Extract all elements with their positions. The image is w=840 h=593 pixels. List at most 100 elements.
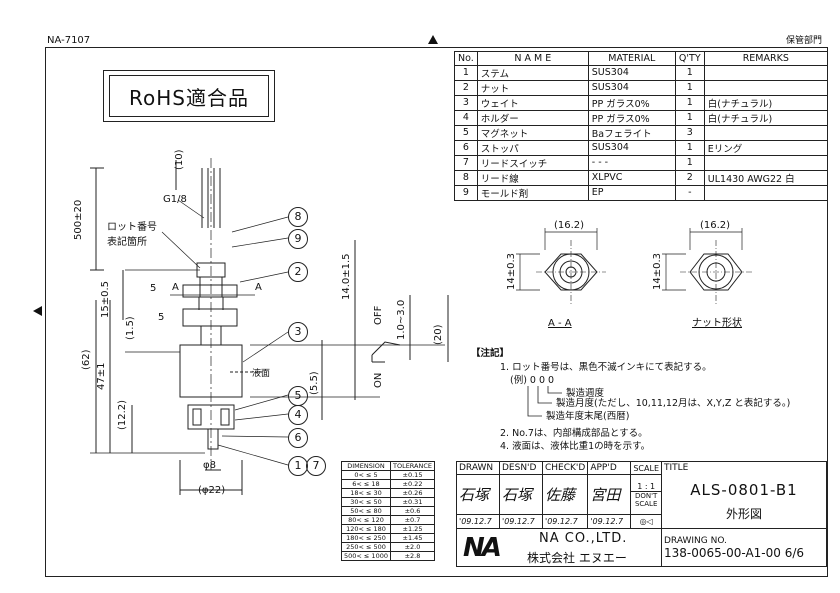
col-desn: DESN'D bbox=[499, 461, 543, 475]
table-row: 500< ≤ 1000±2.8 bbox=[341, 551, 436, 561]
magnet bbox=[220, 408, 230, 426]
col-dimension: DIMENSION bbox=[341, 461, 391, 471]
balloon-6: 6 bbox=[288, 428, 308, 448]
dim-15b-label: (1.5) bbox=[125, 316, 136, 340]
company-name-jp: 株式会社 エヌエー bbox=[527, 551, 627, 565]
table-row: 18< ≤ 30±0.26 bbox=[341, 488, 436, 498]
drawing-no-cell: DRAWING NO. 138-0065-00-A1-00 6/6 bbox=[661, 528, 827, 567]
scale-cell: 1 : 1 DON'T SCALE bbox=[630, 474, 662, 515]
dim-5a-label: 5 bbox=[150, 283, 157, 294]
drawing-no-label: DRAWING NO. bbox=[664, 535, 727, 546]
col-qty: Q'TY bbox=[674, 51, 705, 66]
section-aa-height-label: 14±0.3 bbox=[506, 252, 517, 290]
section-a-right-label: A bbox=[255, 282, 262, 293]
table-row: 6< ≤ 18±0.22 bbox=[341, 479, 436, 489]
note-3: 4. 液面は、液体比重1の時を示す。 bbox=[500, 441, 651, 452]
note-2: 2. No.7は、内部構成部品とする。 bbox=[500, 428, 648, 439]
table-row: 30< ≤ 50±0.31 bbox=[341, 497, 436, 507]
scale-value: 1 : 1 bbox=[631, 482, 661, 492]
note-1: 1. ロット番号は、黒色不滅インキにて表記する。 bbox=[500, 362, 712, 373]
parts-table-header: No. N A M E MATERIAL Q'TY REMARKS bbox=[454, 51, 828, 66]
dim-122-label: (12.2) bbox=[117, 399, 128, 430]
switch-symbol bbox=[371, 341, 401, 363]
lot-place-label: 表記箇所 bbox=[107, 237, 147, 248]
left-center-marker-icon bbox=[33, 306, 42, 316]
sig-app: 宮田 bbox=[587, 474, 632, 515]
company-logo: NA bbox=[463, 533, 502, 563]
leader-line bbox=[177, 199, 205, 219]
note-1-week: 製造週度 bbox=[566, 388, 605, 399]
dim-62-label: (62) bbox=[81, 349, 92, 370]
nut-lower bbox=[182, 308, 238, 327]
nut-shape-height-label: 14±0.3 bbox=[652, 252, 663, 290]
note-bracket bbox=[527, 386, 562, 417]
col-name: N A M E bbox=[476, 51, 589, 66]
dim-phi22 bbox=[179, 460, 243, 495]
thread-label: G1/8 bbox=[163, 194, 187, 205]
balloon-2: 2 bbox=[288, 262, 308, 282]
section-a-left-label: A bbox=[172, 282, 179, 293]
dim-55-label: (5.5) bbox=[309, 371, 320, 395]
table-row: 50< ≤ 80±0.6 bbox=[341, 506, 436, 516]
off-label: OFF bbox=[373, 305, 384, 325]
nut-shape-dims bbox=[662, 228, 743, 291]
phi22-label: (φ22) bbox=[198, 485, 226, 496]
dim-13-label: 1.0~3.0 bbox=[396, 299, 407, 340]
note-1-month: 製造月度(ただし、10,11,12月は、X,Y,Z と表記する。) bbox=[556, 398, 791, 409]
nut-shape-width-label: (16.2) bbox=[700, 220, 731, 231]
date-drawn: '09.12.7 bbox=[456, 514, 500, 529]
dim-140-label: 14.0±1.5 bbox=[341, 253, 352, 300]
balloon-9: 9 bbox=[288, 229, 308, 249]
storage-dept-label: 保管部門 bbox=[786, 36, 823, 46]
col-app: APP'D bbox=[587, 461, 632, 475]
center-mark bbox=[536, 240, 606, 305]
col-remarks: REMARKS bbox=[703, 51, 828, 66]
balloon-4: 4 bbox=[288, 405, 308, 425]
nut-shape-title: ナット形状 bbox=[692, 318, 742, 329]
magnet bbox=[192, 408, 202, 426]
title-sub: 外形図 bbox=[725, 506, 762, 521]
doc-id: NA-7107 bbox=[47, 35, 91, 46]
col-drawn: DRAWN bbox=[456, 461, 500, 475]
dim-15-label: 15±0.5 bbox=[100, 280, 111, 318]
dim-500-label: 500±20 bbox=[73, 199, 84, 240]
top-center-marker-icon bbox=[428, 35, 438, 44]
lead-wire bbox=[201, 168, 221, 228]
title-main: ALS-0801-B1 bbox=[690, 480, 798, 499]
company-cell: NA NA CO.,LTD. 株式会社 エヌエー bbox=[456, 528, 662, 567]
note-1-year: 製造年度末尾(西暦) bbox=[546, 411, 630, 422]
sig-drawn: 石塚 bbox=[456, 474, 500, 515]
dim-500 bbox=[90, 167, 104, 271]
stopper bbox=[207, 428, 219, 450]
sig-desn: 石塚 bbox=[499, 474, 543, 515]
date-check: '09.12.7 bbox=[541, 514, 589, 529]
nut-shape-hex bbox=[689, 253, 743, 291]
dim-20-label: (20) bbox=[433, 324, 444, 345]
table-row: 120< ≤ 180±1.25 bbox=[341, 524, 436, 534]
sig-check: 佐藤 bbox=[541, 474, 589, 515]
col-material: MATERIAL bbox=[587, 51, 676, 66]
stem bbox=[198, 297, 224, 345]
col-no: No. bbox=[454, 51, 478, 66]
table-row: 180< ≤ 250±1.45 bbox=[341, 533, 436, 543]
notes-title: 【注記】 bbox=[471, 348, 510, 359]
liquid-level-label: 液面 bbox=[252, 369, 271, 379]
date-app: '09.12.7 bbox=[587, 514, 632, 529]
table-row: 0< ≤ 5±0.15 bbox=[341, 470, 436, 480]
note-1-example: (例) 0 0 0 bbox=[510, 375, 555, 386]
balloon-1: 1 bbox=[288, 456, 308, 476]
on-label: ON bbox=[373, 372, 384, 388]
drawing-no: 138-0065-00-A1-00 6/6 bbox=[664, 545, 805, 560]
rohs-label-box: RoHS適合品 bbox=[103, 70, 275, 122]
title-block: DRAWN DESN'D CHECK'D APP'D SCALE TITLE 石… bbox=[456, 461, 827, 567]
